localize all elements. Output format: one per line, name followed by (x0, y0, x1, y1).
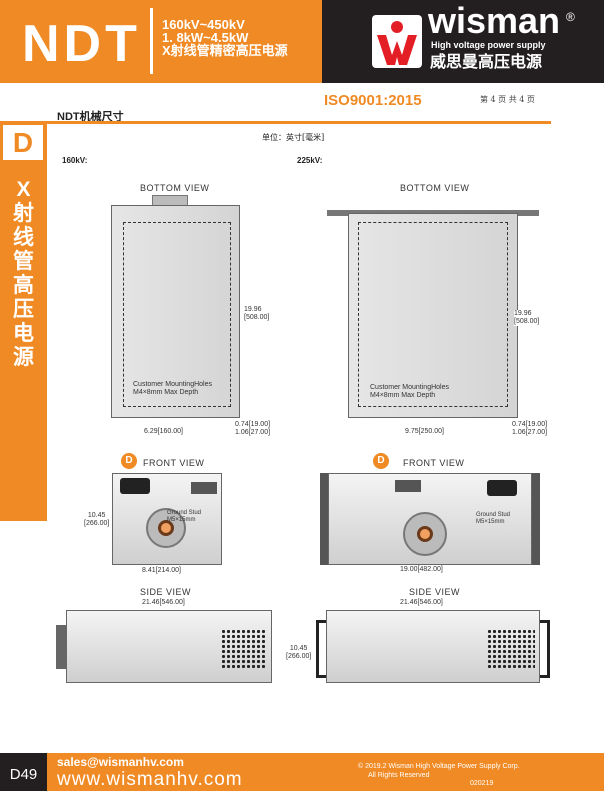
bottom-view-title-160: BOTTOM VIEW (140, 183, 210, 193)
brand-tagline: High voltage power supply (431, 40, 546, 50)
foot2: 1.06[27.00] (512, 429, 548, 436)
page-info: 第 4 页 共 4 页 (480, 95, 535, 104)
db-connector-icon (191, 482, 217, 494)
height-in: 10.45 (87, 512, 106, 519)
mount-line2: M4×8mm Max Depth (370, 392, 436, 399)
depth-225: 19.96[508.00] (514, 310, 540, 326)
front-badge-225: D (373, 453, 389, 469)
handle-right-225 (532, 473, 540, 565)
side-view-title-225: SIDE VIEW (409, 587, 461, 597)
side-panel-225 (326, 610, 540, 683)
foot2: 1.06[27.00] (235, 429, 271, 436)
sidebar-vertical-text: X射线管高压电源 (13, 178, 34, 369)
side-length-160: 21.46[546.00] (142, 599, 185, 607)
power-inlet-icon (487, 480, 517, 496)
foot1: 0.74[19.00] (235, 421, 271, 428)
footer-copyright: © 2019.2 Wisman High Voltage Power Suppl… (358, 762, 520, 780)
width-225: 9.75[250.00] (405, 428, 444, 436)
side-length-225: 21.46[546.00] (400, 599, 443, 607)
vent-grille (487, 629, 535, 669)
db-connector-icon (395, 480, 421, 492)
vent-grille (221, 629, 267, 669)
footer-email[interactable]: sales@wismanhv.com (57, 755, 184, 769)
spec-desc: X射线管精密高压电源 (162, 43, 288, 58)
bottom-view-title-225: BOTTOM VIEW (400, 183, 470, 193)
hv-connector-icon (146, 508, 186, 548)
front-panel-225 (328, 473, 532, 565)
mount-line1: Customer MountingHoles (133, 381, 212, 388)
mount-line2: M4×8mm Max Depth (133, 389, 199, 396)
bottom-panel-160 (111, 205, 240, 418)
sidebar-text: X射线管高压电源 (0, 178, 47, 370)
height-mm: [266.00] (286, 653, 312, 660)
wisman-logo-icon (372, 15, 422, 68)
mounting-outline-160 (123, 222, 231, 407)
brand-chinese: 威思曼高压电源 (430, 54, 543, 71)
side-panel-160 (66, 610, 272, 683)
front-panel-160 (112, 473, 222, 565)
footer-code: 020219 (470, 780, 494, 787)
brand-name: wisman (428, 0, 561, 41)
rights: All Rights Reserved (368, 772, 430, 779)
depth-mm: [508.00] (244, 314, 270, 321)
handle-left-225 (320, 473, 328, 565)
title-rule (47, 121, 551, 124)
ground-line2: M5×15mm (476, 519, 505, 525)
sidebar (0, 121, 47, 521)
height-mm: [266.00] (84, 520, 110, 527)
iso-cert: ISO9001:2015 (324, 92, 422, 109)
front-view-title-225: FRONT VIEW (403, 458, 465, 468)
spec-lines: 160kV~450kV 1. 8kW~4.5kW X射线管精密高压电源 (162, 18, 288, 57)
connector-side-160 (56, 625, 66, 669)
footer-bar (47, 753, 604, 791)
depth-in: 19.96 (514, 310, 532, 317)
depth-mm: [508.00] (514, 318, 540, 325)
depth-in: 19.96 (244, 306, 262, 313)
foot-160: 0.74[19.00]1.06[27.00] (235, 421, 271, 437)
mounting-outline-225 (358, 222, 508, 407)
handle-side-right (540, 620, 550, 678)
spec-power: 1. 8kW~4.5kW (162, 30, 249, 45)
divider (150, 8, 153, 74)
handle-side-left (316, 620, 326, 678)
foot1: 0.74[19.00] (512, 421, 548, 428)
hv-connector-icon (403, 512, 447, 556)
registered-mark: ® (566, 10, 575, 24)
front-width-225: 19.00[482.00] (400, 566, 443, 574)
ground-line1: Ground Stud (476, 512, 511, 518)
section-title: NDT机械尺寸 (57, 111, 124, 123)
front-badge-160: D (121, 453, 137, 469)
front-view-title-160: FRONT VIEW (143, 458, 205, 468)
front-width-160: 8.41[214.00] (142, 567, 181, 575)
bottom-panel-225 (348, 213, 518, 418)
foot-225: 0.74[19.00]1.06[27.00] (512, 421, 548, 437)
copyright: © 2019.2 Wisman High Voltage Power Suppl… (358, 763, 520, 770)
mount-line1: Customer MountingHoles (370, 384, 449, 391)
header-orange (0, 0, 322, 83)
height-225: 10.45[266.00] (286, 645, 312, 661)
model-225-label: 225kV: (297, 156, 323, 165)
spec-voltage: 160kV~450kV (162, 17, 245, 32)
unit-label: 单位：英寸[毫米] (262, 133, 325, 142)
product-name: NDT (22, 15, 141, 73)
height-in: 10.45 (289, 645, 308, 652)
power-inlet-icon (120, 478, 150, 494)
sidebar-letter: D (3, 125, 43, 160)
width-160: 6.29[160.00] (144, 428, 183, 436)
page-code: D49 (0, 753, 47, 791)
ground-line1: Ground Stud (167, 510, 202, 516)
ground-line2: M5×15mm (167, 517, 196, 523)
height-160: 10.45[266.00] (84, 512, 110, 528)
depth-160: 19.96[508.00] (244, 306, 270, 322)
side-view-title-160: SIDE VIEW (140, 587, 192, 597)
header-dark (322, 0, 604, 83)
footer-website[interactable]: www.wismanhv.com (57, 769, 243, 790)
model-160-label: 160kV: (62, 156, 88, 165)
